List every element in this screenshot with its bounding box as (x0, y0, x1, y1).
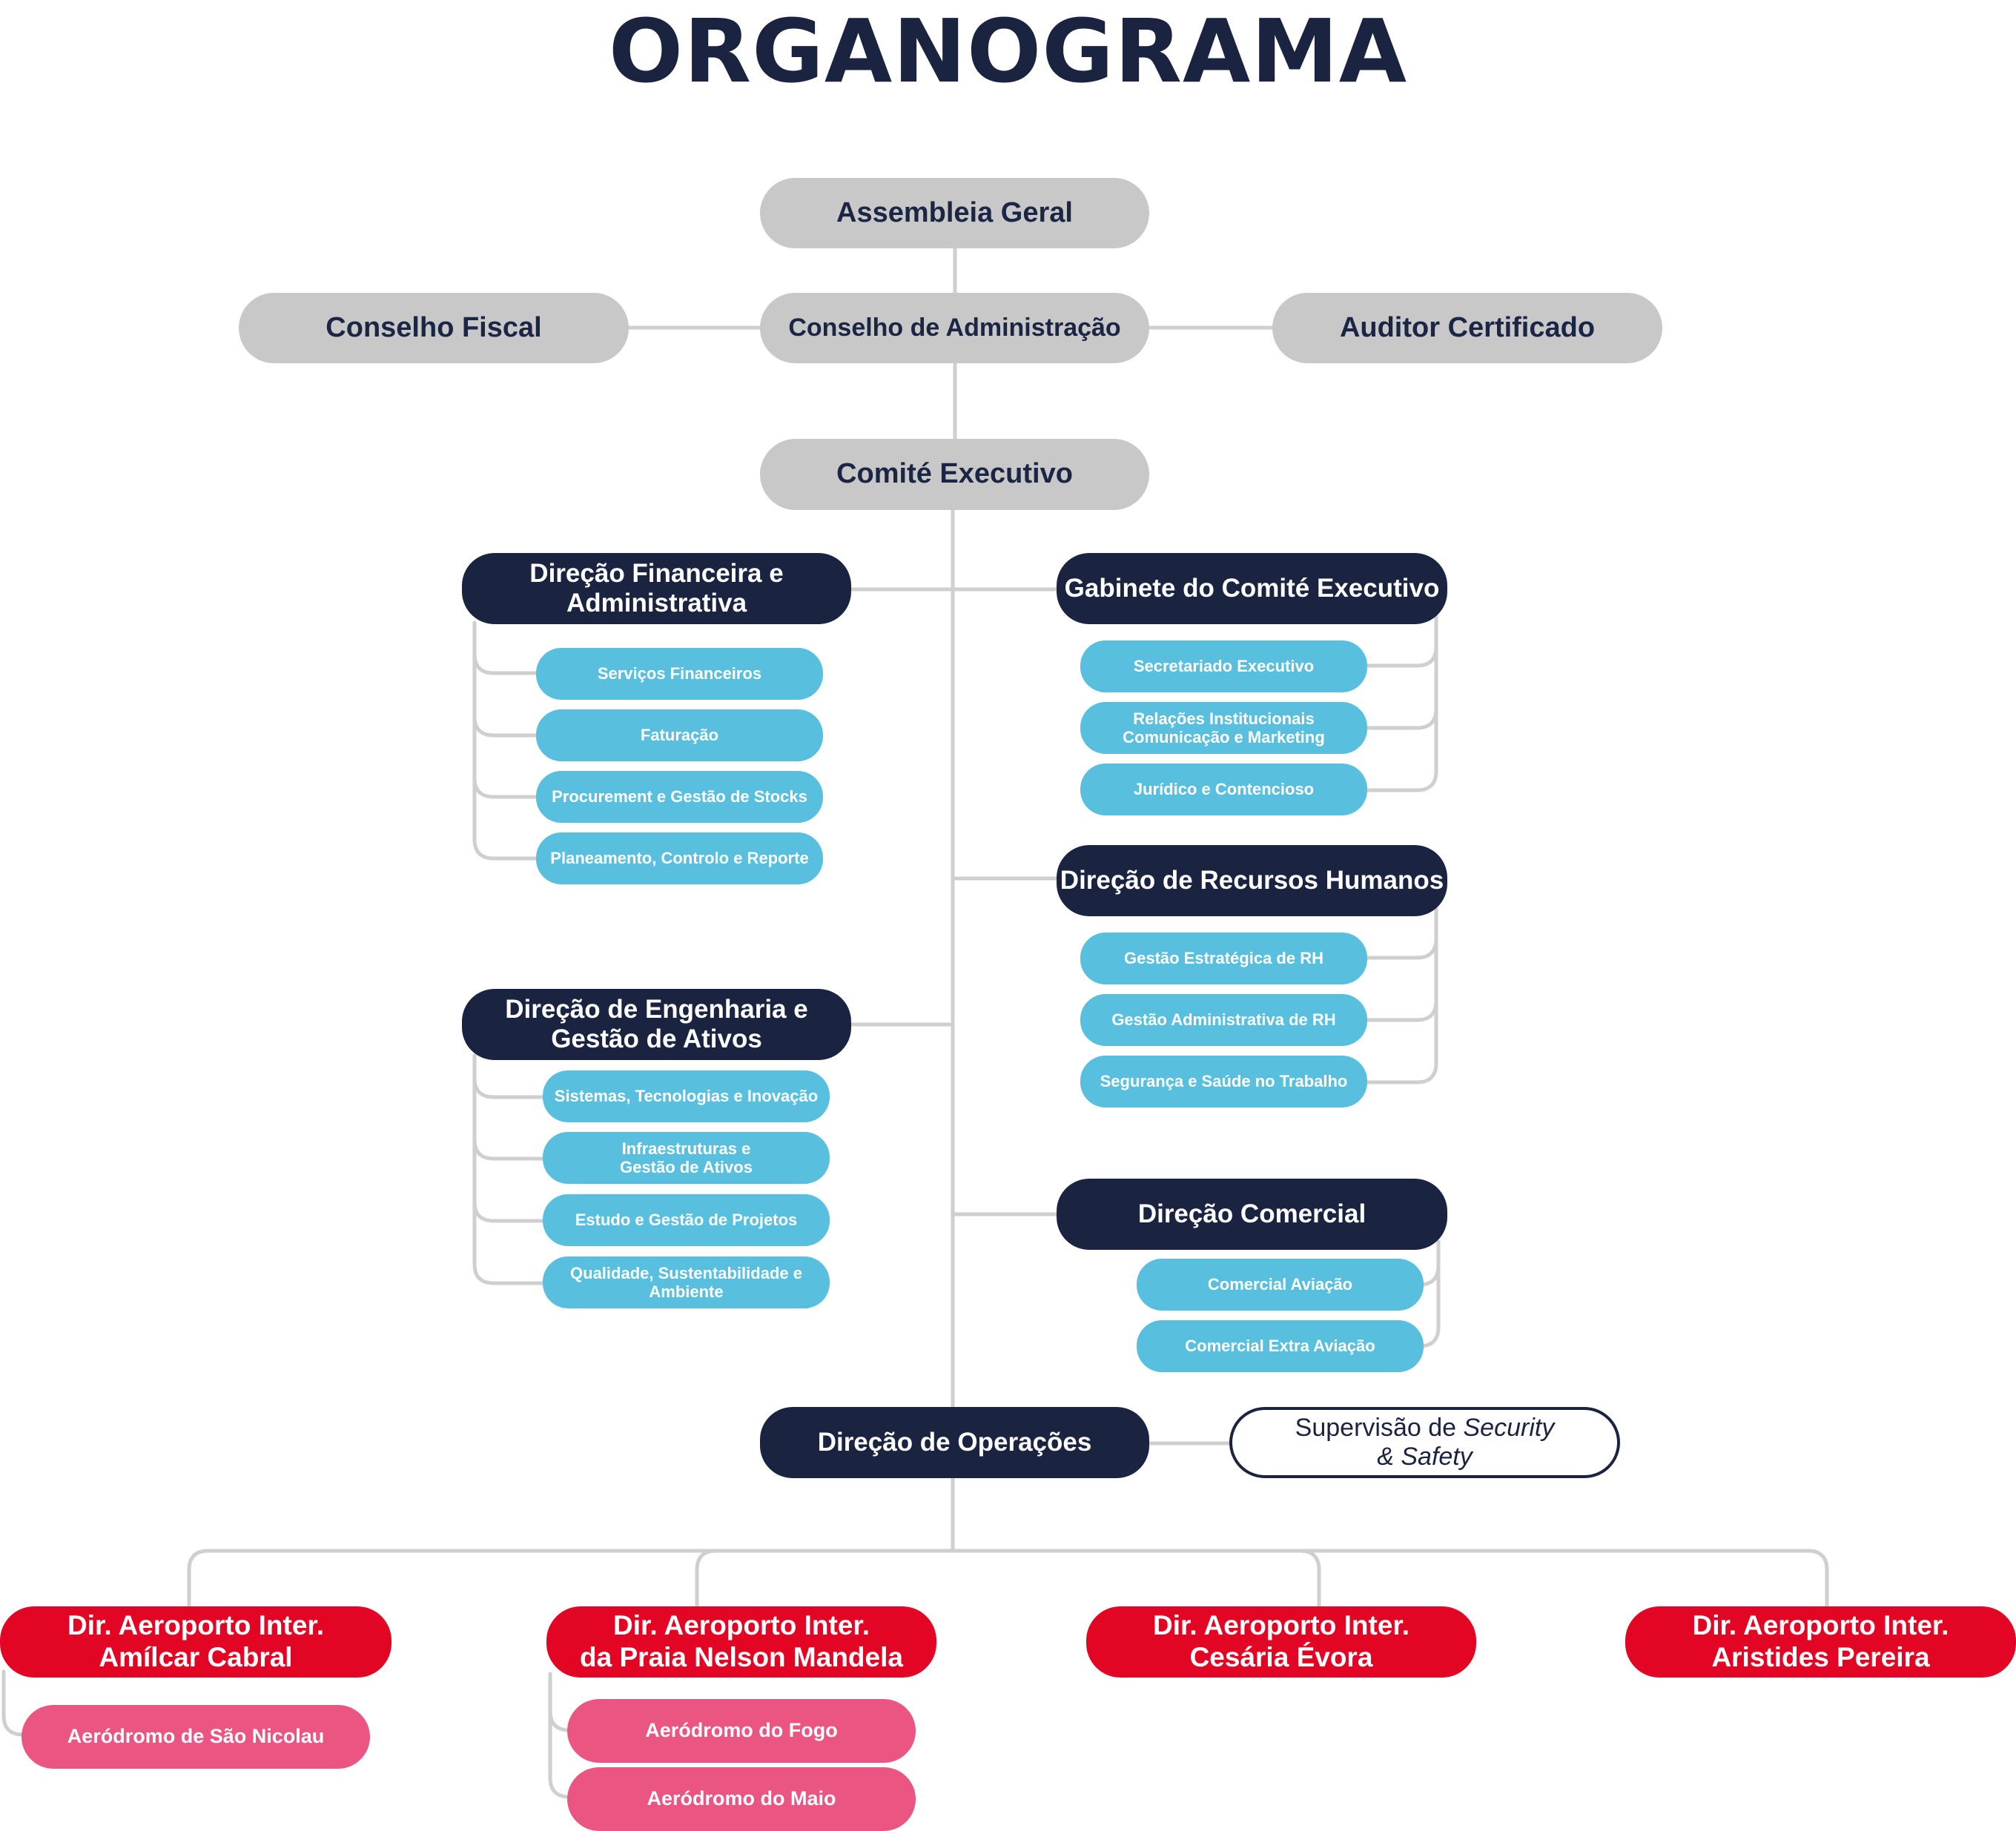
connector-gabinete-item-2 (1365, 706, 1438, 730)
connector-engenharia-items (472, 1053, 545, 1285)
auditor-certificado-node: Auditor Certificado (1272, 293, 1662, 363)
airport-line-2: da Praia Nelson Mandela (580, 1642, 903, 1672)
qualidade-sustentabilidade-item: Qualidade, Sustentabilidade e Ambiente (543, 1256, 830, 1308)
airport-line-1: Dir. Aeroporto Inter. (67, 1610, 325, 1641)
connector-financeira-item-1 (472, 652, 538, 675)
servicos-financeiros-item: Serviços Financeiros (536, 648, 823, 700)
seguranca-saude-item: Segurança e Saúde no Trabalho (1080, 1056, 1367, 1107)
comercial-extra-aviacao-item: Comercial Extra Aviação (1137, 1320, 1424, 1372)
connector-engenharia-item-1 (472, 1076, 545, 1099)
supervisao-prefix: Supervisão de (1295, 1413, 1457, 1442)
direcao-operacoes-node: Direção de Operações (760, 1407, 1149, 1478)
connector-engenharia-item-3 (472, 1199, 545, 1223)
connector-airport-2 (695, 1549, 718, 1609)
page-title: ORGANOGRAMA (608, 0, 1408, 102)
comercial-aviacao-item: Comercial Aviação (1137, 1259, 1424, 1311)
supervisao-security-safety-node: Supervisão de Security & Safety (1229, 1407, 1620, 1478)
juridico-item: Jurídico e Contencioso (1080, 764, 1367, 815)
sistemas-tecnologias-item: Sistemas, Tecnologias e Inovação (543, 1070, 830, 1122)
airport-line-2: Amílcar Cabral (99, 1642, 293, 1672)
supervisao-safety: & Safety (1377, 1443, 1473, 1471)
airport-line-1: Dir. Aeroporto Inter. (1692, 1610, 1949, 1641)
direcao-financeira-node: Direção Financeira e Administrativa (462, 553, 851, 624)
direcao-engenharia-node: Direção de Engenharia e Gestão de Ativos (462, 989, 851, 1060)
planeamento-item: Planeamento, Controlo e Reporte (536, 832, 823, 884)
comite-executivo-node: Comité Executivo (760, 439, 1149, 510)
connector-fogo (548, 1709, 572, 1732)
secretariado-item: Secretariado Executivo (1080, 640, 1367, 692)
airport-line-2: Cesária Évora (1189, 1642, 1373, 1672)
estudo-projetos-item: Estudo e Gestão de Projetos (543, 1194, 830, 1246)
airport-nelson-mandela-node: Dir. Aeroporto Inter. da Praia Nelson Ma… (546, 1606, 936, 1678)
aerodromo-fogo-node: Aeródromo do Fogo (567, 1699, 916, 1763)
connector-gabinete-item-1 (1365, 644, 1438, 668)
connector-rh-item-1 (1365, 936, 1438, 960)
aerodromo-maio-node: Aeródromo do Maio (567, 1767, 916, 1831)
connector-financeira-item-2 (472, 714, 538, 738)
airport-line-1: Dir. Aeroporto Inter. (1152, 1610, 1410, 1641)
connector-gabinete-items (1365, 615, 1438, 792)
assembleia-geral-node: Assembleia Geral (760, 178, 1149, 248)
connector-airport-3 (1298, 1549, 1321, 1609)
direcao-rh-node: Direção de Recursos Humanos (1057, 845, 1447, 916)
airport-amilcar-cabral-node: Dir. Aeroporto Inter. Amílcar Cabral (0, 1606, 391, 1678)
connector-financeira-item-3 (472, 775, 538, 799)
gabinete-comite-node: Gabinete do Comité Executivo (1057, 553, 1447, 624)
airport-cesaria-evora-node: Dir. Aeroporto Inter. Cesária Évora (1086, 1606, 1476, 1678)
supervisao-security: Security (1463, 1413, 1555, 1442)
infraestruturas-item: Infraestruturas e Gestão de Ativos (543, 1132, 830, 1184)
supervisao-line-1: Supervisão de Security (1295, 1414, 1555, 1443)
relacoes-institucionais-item: Relações Institucionais Comunicação e Ma… (1080, 702, 1367, 754)
procurement-item: Procurement e Gestão de Stocks (536, 771, 823, 823)
faturacao-item: Faturação (536, 709, 823, 761)
aerodromo-sao-nicolau-node: Aeródromo de São Nicolau (22, 1705, 370, 1769)
airport-aristides-pereira-node: Dir. Aeroporto Inter. Aristides Pereira (1625, 1606, 2016, 1678)
airport-line-1: Dir. Aeroporto Inter. (612, 1610, 870, 1641)
direcao-comercial-node: Direção Comercial (1057, 1179, 1447, 1250)
connector-airport-4 (1805, 1549, 1829, 1609)
airport-line-2: Aristides Pereira (1711, 1642, 1930, 1672)
connector-sao-nicolau (1, 1669, 25, 1737)
connector-fogo-maio (548, 1672, 572, 1799)
gestao-estrategica-rh-item: Gestão Estratégica de RH (1080, 933, 1367, 984)
conselho-administracao-node: Conselho de Administração (760, 293, 1149, 363)
connector-engenharia-item-2 (472, 1137, 545, 1161)
connector-rh-items (1365, 906, 1438, 1085)
connector-airport-1 (187, 1549, 211, 1609)
conselho-fiscal-node: Conselho Fiscal (239, 293, 629, 363)
connector-rh-item-2 (1365, 999, 1438, 1022)
gestao-administrativa-rh-item: Gestão Administrativa de RH (1080, 994, 1367, 1046)
connector-financeira-items (472, 620, 538, 861)
